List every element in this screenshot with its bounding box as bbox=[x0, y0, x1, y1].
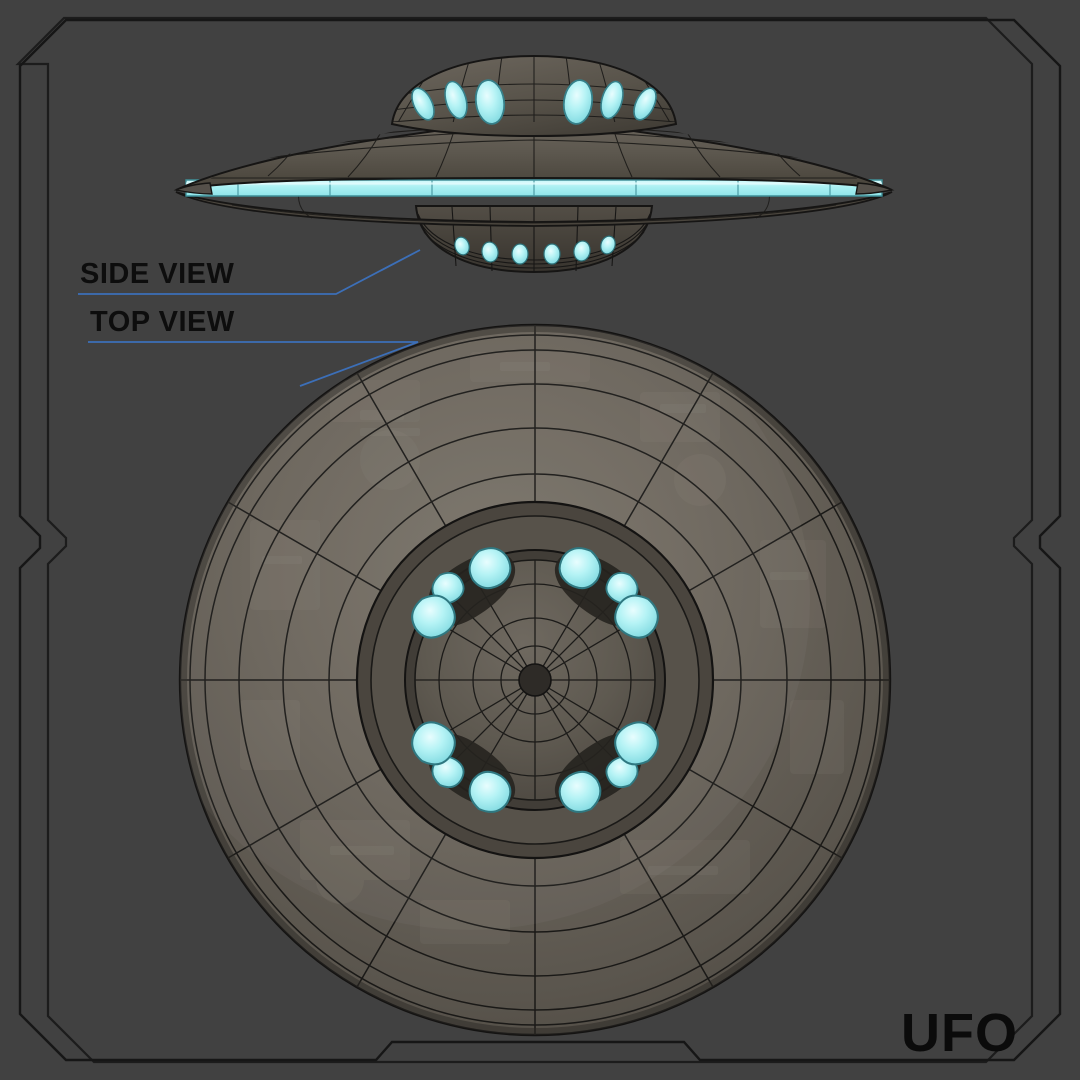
dome-window bbox=[562, 79, 594, 125]
glow-window bbox=[411, 594, 456, 639]
dome-window bbox=[411, 87, 435, 121]
underside-light bbox=[454, 236, 470, 256]
side-dome-windows bbox=[411, 79, 657, 125]
page-title: UFO bbox=[901, 1003, 1018, 1063]
dome-window bbox=[444, 80, 468, 120]
leader-line-top-view bbox=[88, 341, 419, 387]
side-underside-grid bbox=[417, 206, 651, 272]
glow-window bbox=[468, 770, 512, 813]
top-view-model bbox=[178, 323, 892, 1037]
top-hub-inner-rings bbox=[438, 583, 632, 777]
underside-light bbox=[481, 241, 499, 263]
underside-light bbox=[600, 235, 616, 255]
annotation-leaders bbox=[78, 249, 421, 387]
leader-line-side-view bbox=[78, 249, 421, 295]
window-cluster-upper-right bbox=[558, 547, 659, 639]
side-underside-lights bbox=[454, 235, 616, 265]
top-panel-texture-fine bbox=[262, 362, 808, 875]
top-glow-windows bbox=[411, 547, 659, 813]
side-tip-left bbox=[173, 182, 213, 195]
glow-window bbox=[411, 721, 456, 766]
window-cluster-upper-left bbox=[411, 547, 512, 639]
glow-window bbox=[614, 594, 659, 639]
label-side-view: SIDE VIEW bbox=[80, 258, 235, 290]
top-hub-center-cap bbox=[518, 663, 552, 697]
side-tip-right bbox=[855, 182, 895, 195]
glow-window bbox=[558, 547, 602, 590]
dome-window bbox=[474, 79, 506, 125]
glow-window bbox=[614, 721, 659, 766]
frame-outline bbox=[15, 16, 1034, 1064]
dome-window bbox=[633, 87, 657, 121]
underside-light bbox=[543, 243, 561, 265]
side-view-model bbox=[173, 54, 895, 274]
dome-window bbox=[600, 80, 624, 120]
frame-border-main bbox=[18, 18, 1062, 1062]
window-cluster-lower-right bbox=[558, 721, 659, 813]
glow-window bbox=[468, 547, 512, 590]
underside-light bbox=[511, 243, 529, 265]
decorative-frame bbox=[15, 16, 1062, 1064]
underside-light bbox=[573, 240, 591, 262]
label-top-view: TOP VIEW bbox=[90, 306, 235, 338]
window-cluster-lower-left bbox=[411, 721, 512, 813]
glow-window bbox=[558, 770, 602, 813]
